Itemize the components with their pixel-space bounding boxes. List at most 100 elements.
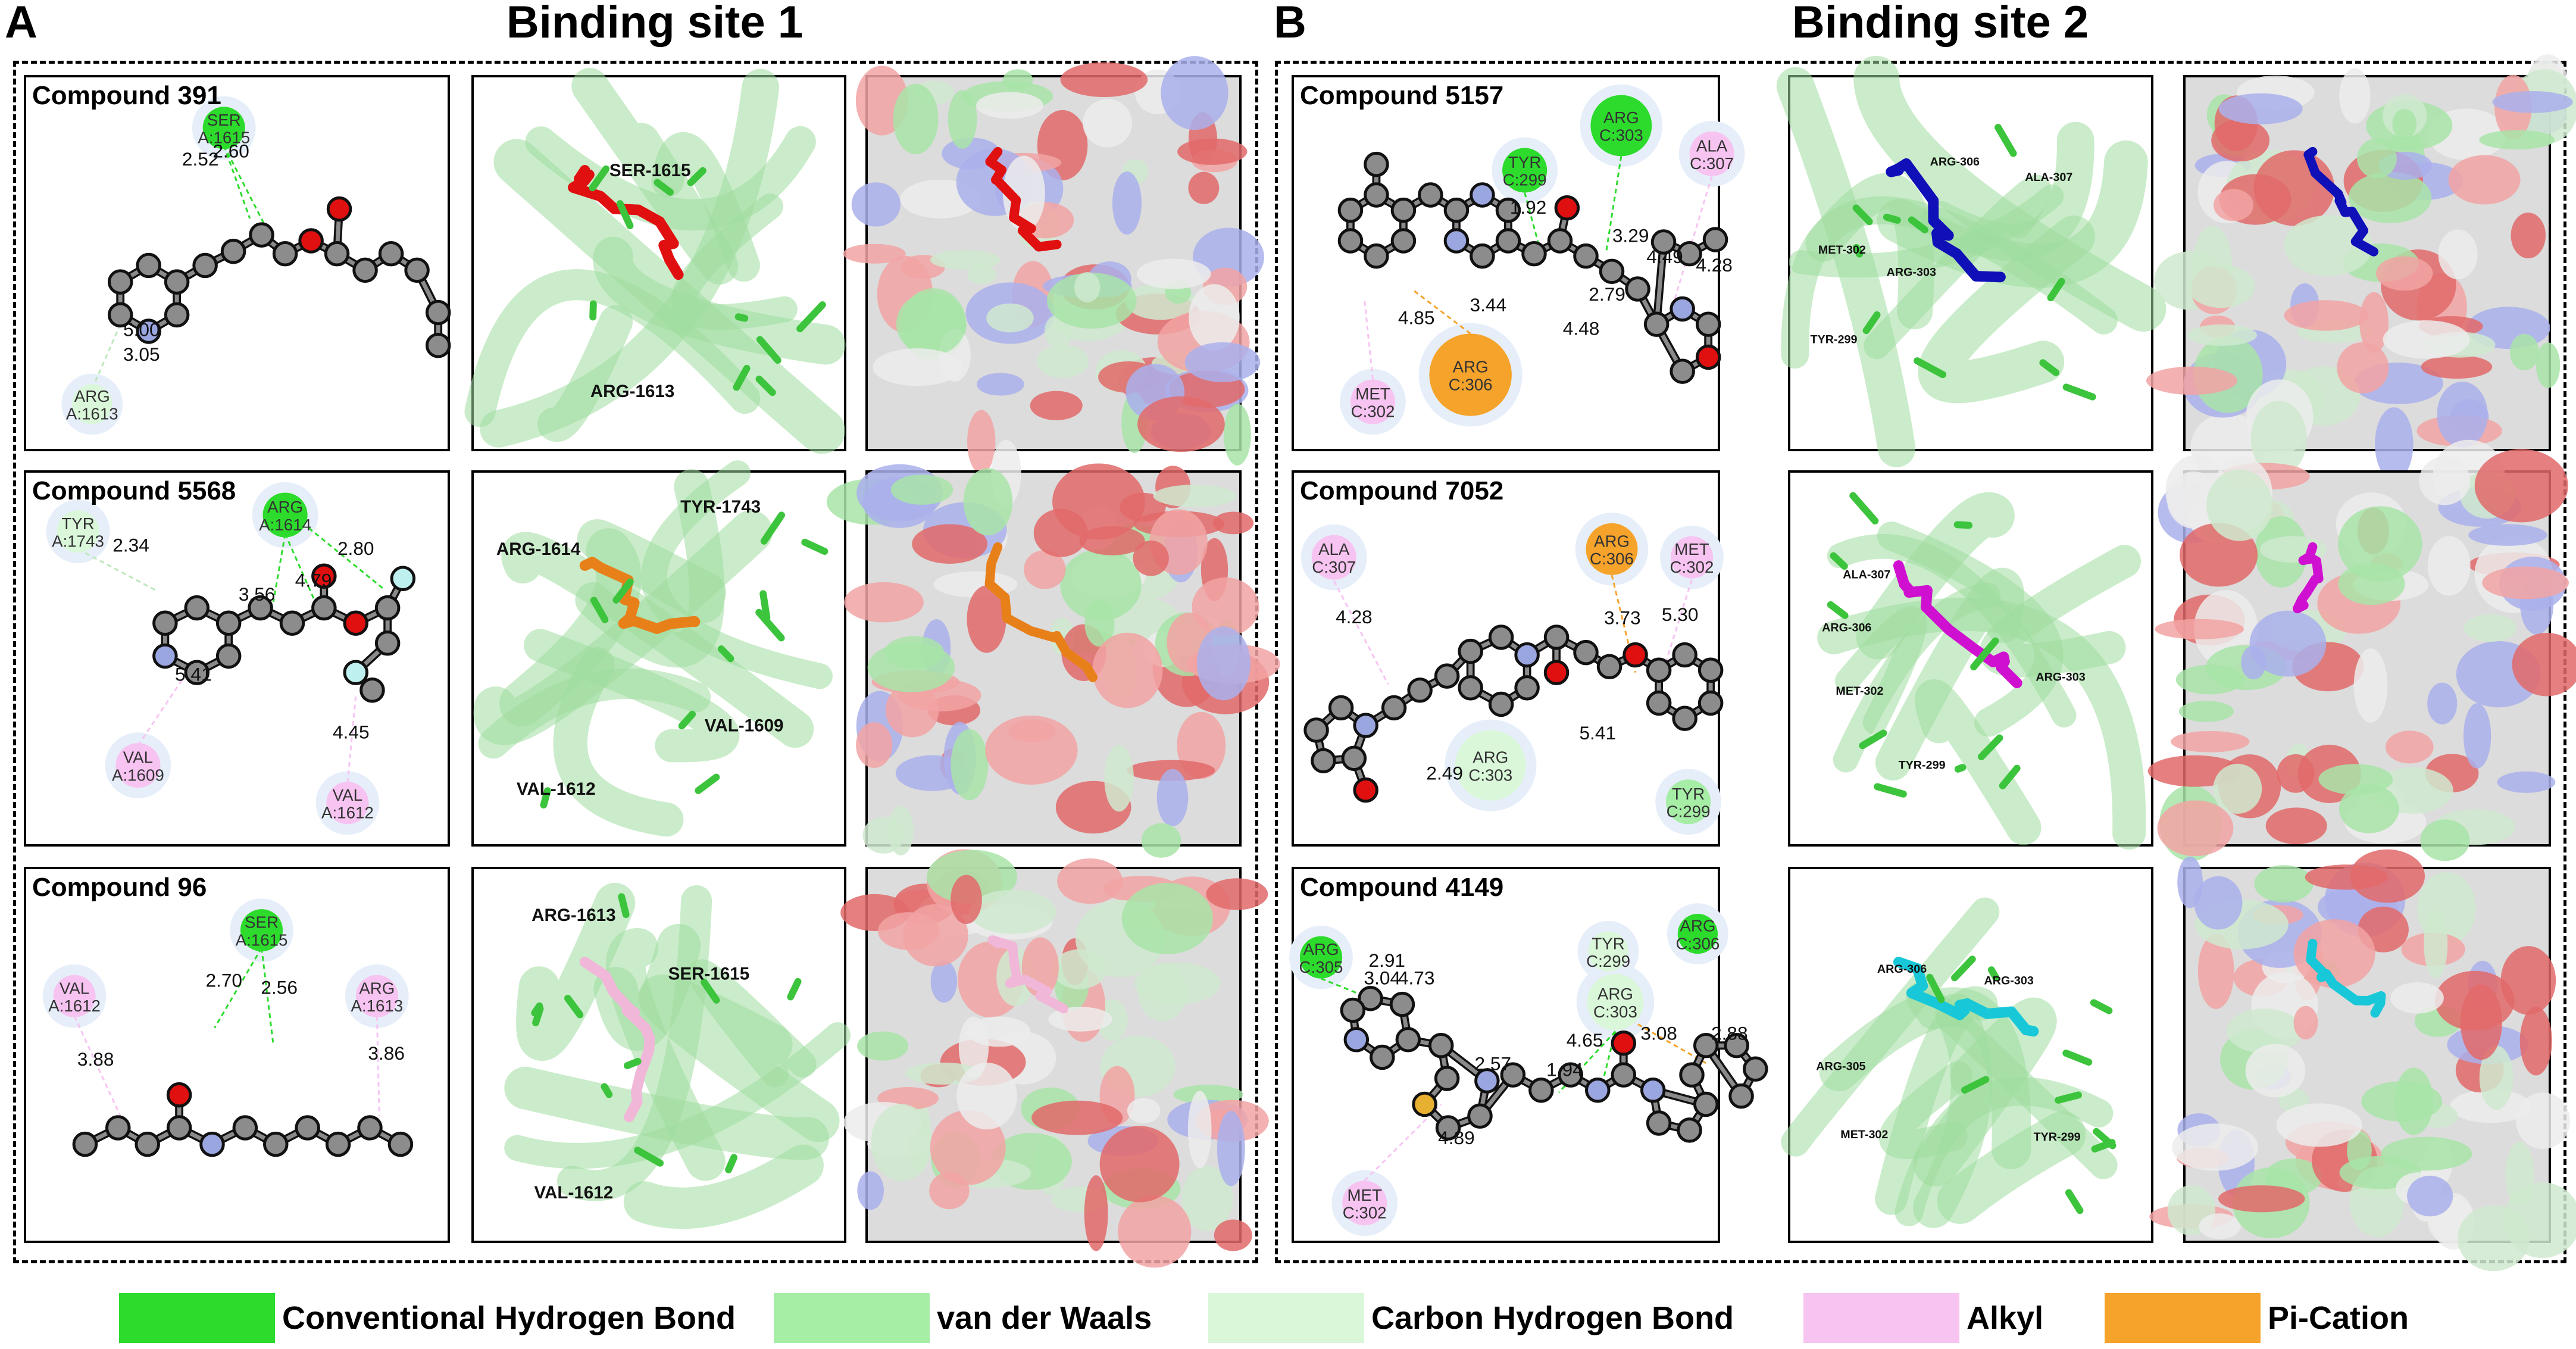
- surface-patch: [2361, 1081, 2443, 1122]
- distance-label: 4.45: [333, 721, 370, 742]
- ligand-atom: [1611, 1031, 1637, 1056]
- surface-patch: [1188, 171, 1220, 204]
- surface-patch: [2167, 471, 2221, 529]
- residue-label: VAL: [333, 786, 362, 804]
- interaction-line: [214, 947, 262, 1029]
- residue-label: C:307: [1312, 558, 1356, 576]
- residue-label: C:299: [1586, 952, 1630, 970]
- ligand-atom: [1670, 296, 1695, 322]
- residue-alkyl: [1311, 535, 1356, 580]
- legend-label-vdw: van der Waals: [937, 1300, 1152, 1336]
- ligand-atom: [1381, 695, 1407, 721]
- residue-stick: [634, 1147, 664, 1167]
- surface-patch: [2353, 648, 2388, 723]
- residue-stick: [1908, 216, 1928, 234]
- surface-patch: [986, 303, 1034, 333]
- residue-stick: [725, 1154, 738, 1173]
- ligand-atom: [1672, 705, 1697, 731]
- residue-stick: [2062, 1050, 2093, 1066]
- surface-patch: [2420, 819, 2470, 861]
- surface-patch: [2146, 366, 2237, 395]
- residue-stick: [734, 313, 749, 322]
- residue-alkyl: [1670, 536, 1714, 579]
- surface-patch: [2197, 933, 2234, 1009]
- ligand-atom: [1303, 717, 1329, 743]
- distance-label: 3.29: [1612, 224, 1649, 246]
- ligand-stick: [2293, 600, 2309, 614]
- residue-hbond: [1677, 914, 1718, 954]
- interaction-line: [223, 145, 251, 219]
- surface-patch: [2276, 1103, 2362, 1147]
- surface-patch: [1030, 391, 1083, 420]
- interaction-line: [1364, 301, 1374, 380]
- residue-stick: [590, 597, 609, 623]
- residue-3d-label: TYR-1743: [680, 497, 761, 517]
- surface-patch: [2427, 536, 2471, 596]
- surface-patch: [2157, 800, 2234, 857]
- surface-patch: [857, 1031, 909, 1061]
- surface-patch: [893, 83, 939, 155]
- surface-patch: [1156, 769, 1189, 827]
- ligand-atom: [1695, 311, 1721, 337]
- distance-label: 3.08: [1640, 1022, 1677, 1044]
- residue-alkyl: [115, 743, 161, 788]
- surface-patch: [1024, 549, 1066, 589]
- ligand-atom: [1672, 642, 1697, 668]
- distance-label: 4.49: [1646, 246, 1683, 267]
- ligand-atom: [1646, 690, 1672, 716]
- residue-label: C:302: [1670, 558, 1714, 576]
- ligand-atom: [1340, 997, 1366, 1023]
- residue-label: VAL: [123, 748, 153, 767]
- residue-label: MET: [1355, 385, 1390, 403]
- residue-label: ARG: [267, 498, 303, 516]
- ligand-atom: [1343, 1027, 1370, 1053]
- surface-patch: [2392, 109, 2417, 140]
- helix-ribbon: [501, 532, 814, 748]
- residue-label: C:306: [1449, 375, 1493, 394]
- residue-label: MET: [1674, 540, 1709, 558]
- surface-patch: [1223, 403, 1251, 466]
- legend-label-pication: Pi-Cation: [2268, 1300, 2409, 1336]
- surface-patch: [2218, 93, 2303, 124]
- residue-stick: [1914, 357, 1947, 379]
- residue-stick: [1859, 729, 1887, 750]
- ligand-atom: [1547, 228, 1573, 254]
- surface-patch: [969, 889, 1056, 934]
- interaction-line: [1411, 288, 1471, 335]
- distance-label: 3.86: [368, 1042, 405, 1064]
- residue-label: C:303: [1599, 126, 1643, 145]
- compound-label: Compound 96: [32, 873, 207, 902]
- residue-label: ARG: [1680, 917, 1715, 935]
- protein-surface: [826, 439, 1280, 858]
- residue-stick: [1926, 973, 1945, 1004]
- protein-surface: [2149, 849, 2576, 1272]
- ligand-atom: [1528, 1078, 1554, 1103]
- interaction-line: [1605, 156, 1622, 254]
- distance-label: 4.65: [1567, 1029, 1603, 1051]
- distance-label: 5.00: [123, 318, 160, 340]
- interaction-line: [376, 1016, 380, 1116]
- residue-chbond: [72, 384, 112, 424]
- residue-label: ARG: [359, 979, 395, 997]
- helix-ribbon: [557, 885, 712, 1201]
- ligand-atom: [136, 252, 161, 279]
- surface-patch: [1031, 1100, 1123, 1135]
- residue-label: A:1612: [48, 997, 101, 1015]
- residue-label: TYR: [1672, 785, 1705, 803]
- protein-surface: [840, 849, 1269, 1268]
- legend-swatch-chbond: [1208, 1293, 1364, 1343]
- interaction-line: [1670, 176, 1713, 313]
- helix-ribbon: [1776, 67, 1916, 467]
- surface-patch: [2463, 703, 2491, 769]
- surface-patch: [2479, 130, 2555, 150]
- residue-hbond: [1502, 148, 1548, 193]
- residue-label: C:299: [1667, 802, 1711, 821]
- surface-patch: [2293, 1005, 2318, 1040]
- residue-3d-label: ARG-303: [2036, 671, 2085, 684]
- ligand-atom: [1596, 654, 1622, 680]
- residue-stick: [2039, 359, 2060, 376]
- surface-patch: [871, 1104, 933, 1182]
